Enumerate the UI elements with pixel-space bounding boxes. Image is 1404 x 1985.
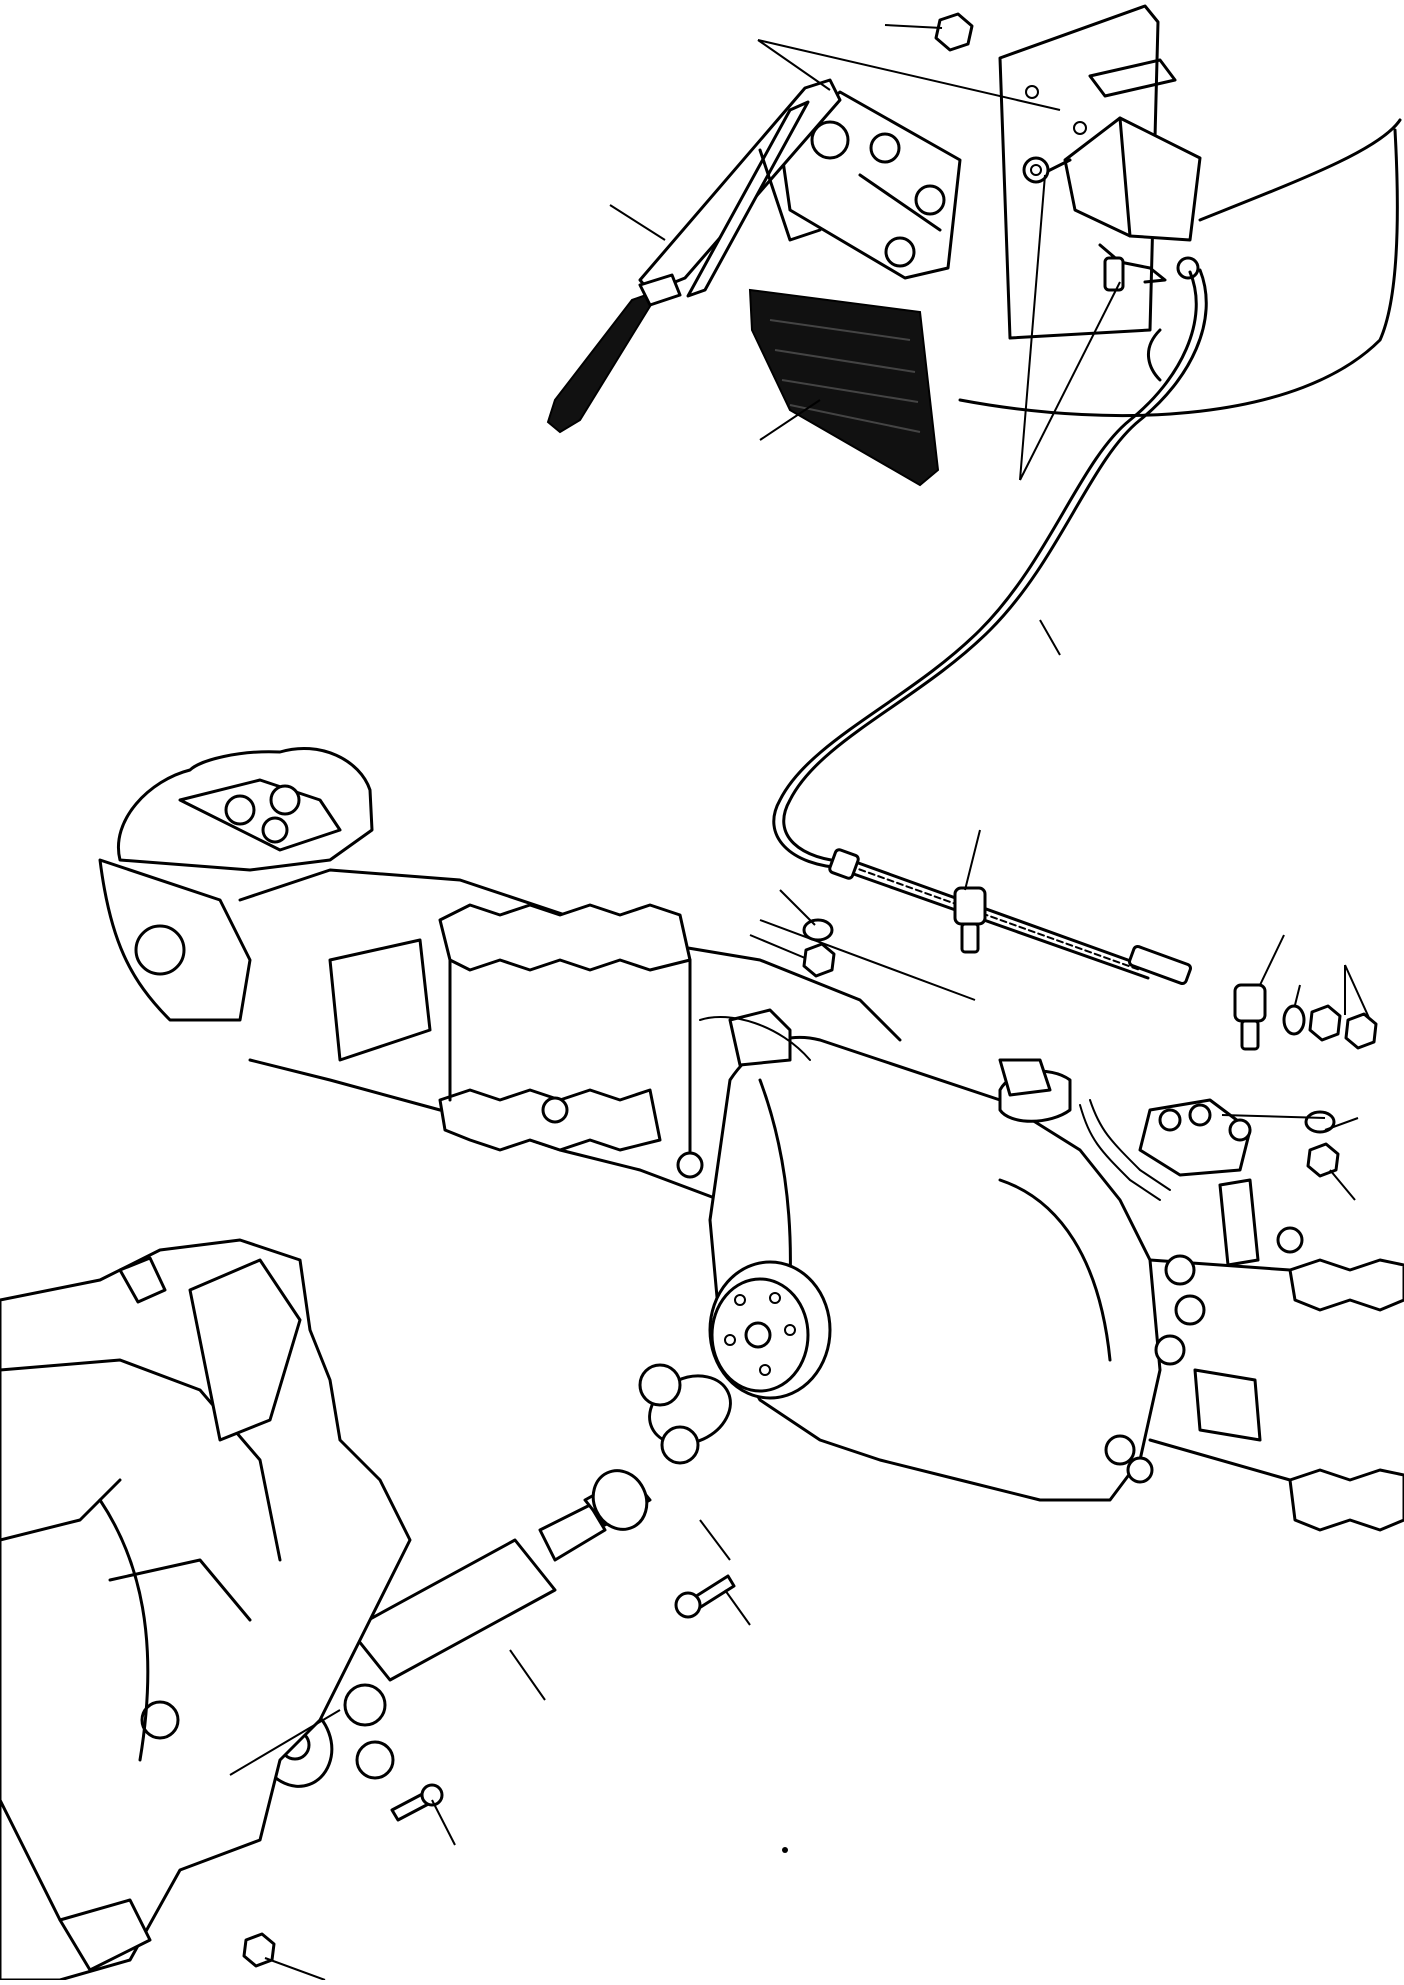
leader-lines [229,24,1371,1981]
flange-bolt-upper [674,1574,736,1619]
axle-housing [98,746,1404,1532]
cable-clevis-b [1233,983,1267,1051]
differential-housing [699,1008,1304,1502]
brake-switch-bracket [1022,116,1202,292]
transmission-housing [0,1238,412,1982]
flange-bolt-lower [390,1783,444,1822]
input-flange [708,1260,832,1400]
brake-lever-grip [546,273,682,434]
parking-brake-lever [638,78,962,298]
washer [802,918,1336,1134]
pedal-rubber-pad [748,288,940,487]
stray-mark [782,1847,788,1853]
brake-cable [772,268,1208,986]
cable-clevis-a [953,886,987,954]
universal-joint-front [591,1363,732,1531]
